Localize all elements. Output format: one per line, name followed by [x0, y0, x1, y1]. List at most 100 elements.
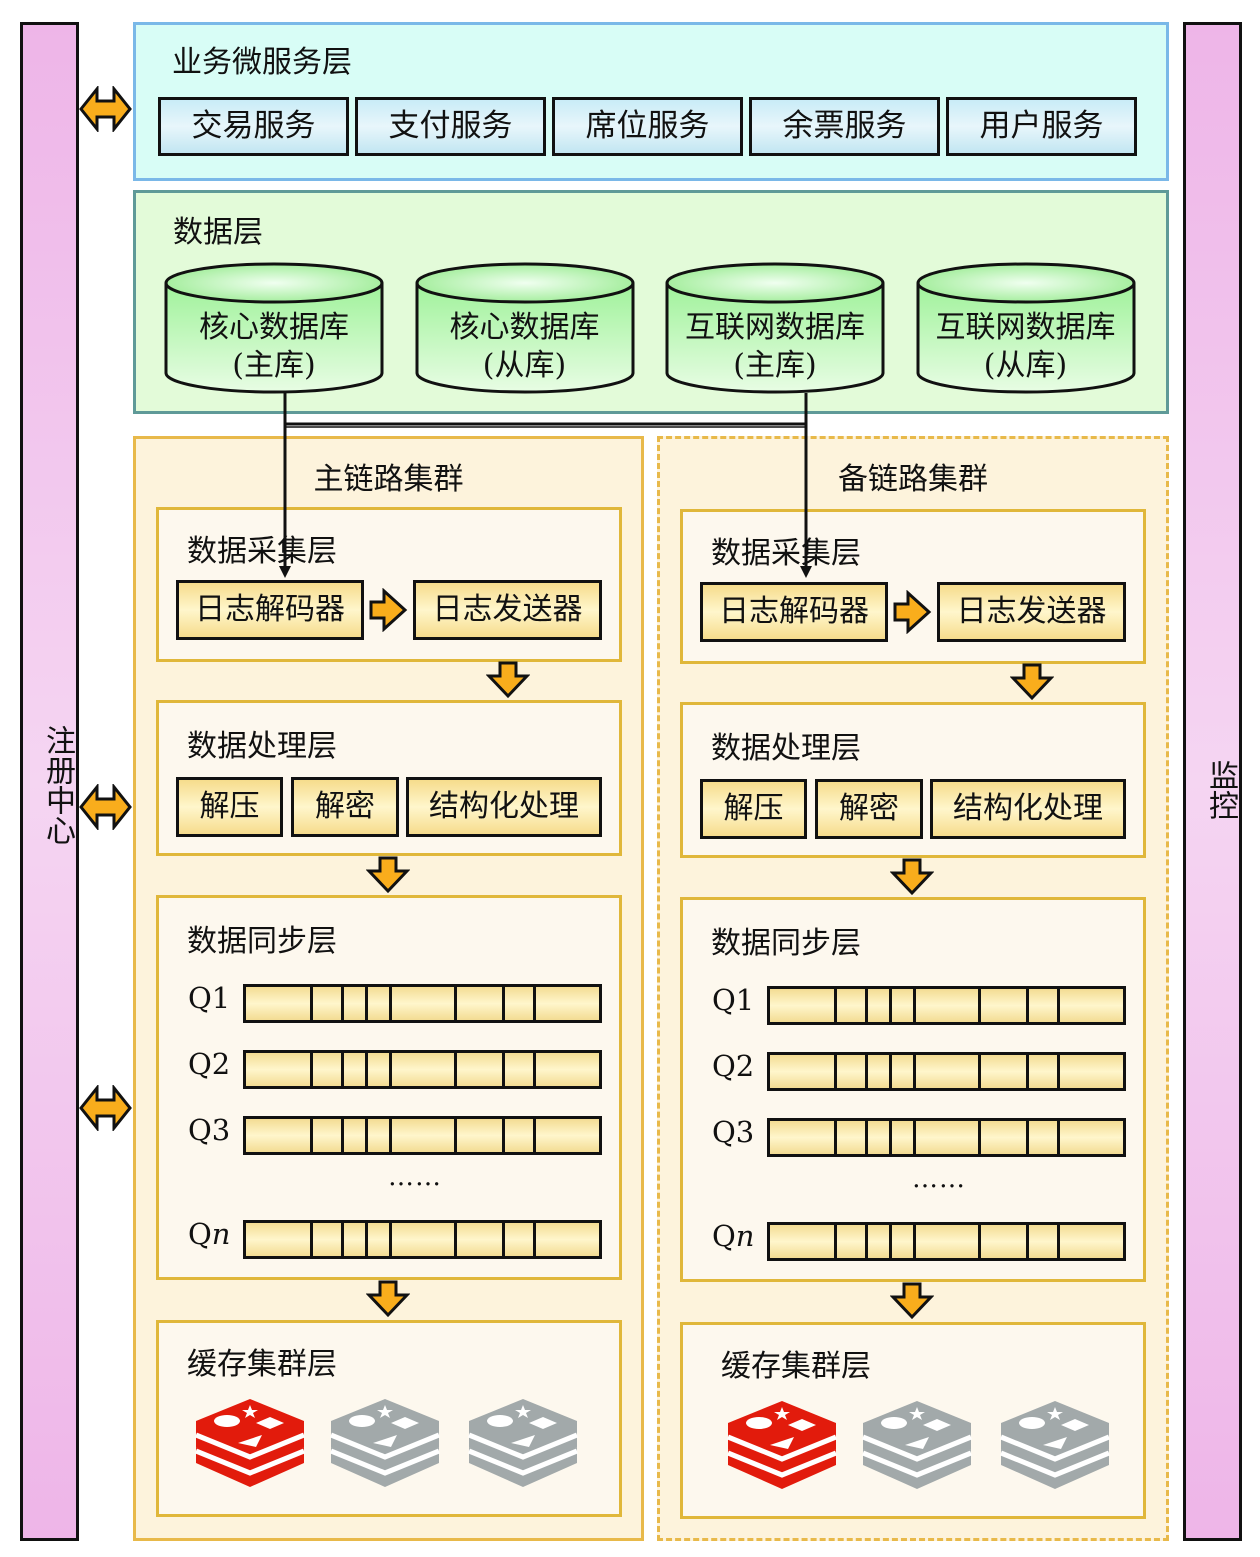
layer-title: 数据同步层 — [711, 926, 861, 961]
database-icon — [415, 262, 634, 394]
log-sender-box[interactable]: 日志发送器 — [937, 582, 1126, 642]
queue-bar[interactable] — [243, 1116, 602, 1155]
queue-slot — [833, 989, 837, 1022]
queue-bar[interactable] — [243, 1050, 602, 1089]
layer-title: 数据采集层 — [711, 536, 861, 571]
queue-slot — [389, 1223, 393, 1256]
log-sender-box[interactable]: 日志发送器 — [413, 580, 602, 640]
down-arrow-icon — [366, 1280, 410, 1318]
queue-bar[interactable] — [767, 986, 1126, 1025]
queue-slot — [340, 1223, 344, 1256]
database-name: 互联网数据库 — [685, 310, 865, 345]
redis-icon — [862, 1401, 972, 1489]
database-label: 核心数据库(主库) — [164, 309, 384, 385]
queue-label-prefix: Q — [712, 1219, 736, 1253]
process-step-box[interactable]: 结构化处理 — [930, 779, 1126, 839]
queue-slot — [502, 1223, 506, 1256]
queue-slot — [389, 1119, 393, 1152]
data-layer-title: 数据层 — [173, 215, 263, 250]
process-step-box[interactable]: 解压 — [176, 777, 283, 837]
queue-slot — [309, 1053, 313, 1086]
queue-slot — [913, 1121, 917, 1154]
queue-slot — [454, 1223, 458, 1256]
database-cylinder[interactable]: 互联网数据库(从库) — [916, 261, 1136, 394]
queue-slot — [454, 1119, 458, 1152]
down-arrow-icon — [890, 1282, 934, 1320]
queue-slot — [1026, 1055, 1030, 1088]
database-name: 互联网数据库 — [935, 310, 1116, 345]
log-decoder-box[interactable]: 日志解码器 — [176, 580, 364, 640]
queue-slot — [502, 987, 506, 1020]
queue-label: Q3 — [188, 1113, 231, 1147]
queue-bar[interactable] — [767, 1052, 1126, 1091]
service-box[interactable]: 交易服务 — [158, 97, 349, 156]
queue-slot — [1056, 989, 1060, 1022]
queue-slot — [833, 1121, 837, 1154]
queue-slot — [309, 1119, 313, 1152]
down-arrow-icon — [366, 856, 410, 894]
database-icon — [164, 262, 384, 394]
right-arrow-icon — [893, 590, 932, 634]
queue-slot — [309, 987, 313, 1020]
queue-slot — [532, 1223, 536, 1256]
queue-slot — [913, 1055, 917, 1088]
queue-label-n-wrapper: QnQn — [188, 1217, 230, 1251]
queue-bar[interactable] — [767, 1118, 1126, 1157]
ellipsis: …… — [912, 1164, 966, 1194]
queue-slot — [913, 1225, 917, 1258]
queue-slot — [864, 1121, 868, 1154]
process-step-box[interactable]: 解密 — [291, 777, 399, 837]
queue-slot — [502, 1119, 506, 1152]
database-role: (主库) — [232, 348, 316, 383]
queue-slot — [309, 1223, 313, 1256]
database-cylinder[interactable]: 核心数据库(主库) — [164, 261, 384, 394]
service-box[interactable]: 支付服务 — [355, 97, 546, 156]
service-box[interactable]: 用户服务 — [946, 97, 1137, 156]
database-cylinder[interactable]: 核心数据库(从库) — [415, 261, 635, 394]
queue-slot — [532, 1119, 536, 1152]
queue-bar[interactable] — [243, 984, 602, 1023]
database-icon — [665, 262, 885, 394]
down-arrow-icon — [1010, 663, 1054, 701]
service-box[interactable]: 余票服务 — [749, 97, 940, 156]
process-step-box[interactable]: 解密 — [815, 779, 923, 839]
queue-label: Q2 — [712, 1049, 755, 1083]
queue-slot — [978, 1055, 982, 1088]
service-layer-title: 业务微服务层 — [172, 45, 352, 80]
database-role: (主库) — [733, 348, 817, 383]
redis-icon — [468, 1399, 578, 1487]
process-step-box[interactable]: 解压 — [700, 779, 807, 839]
layer-title: 缓存集群层 — [721, 1349, 871, 1384]
queue-slot — [978, 1225, 982, 1258]
queue-slot — [1056, 1055, 1060, 1088]
down-arrow-icon — [890, 858, 934, 896]
database-cylinder[interactable]: 互联网数据库(主库) — [665, 261, 885, 394]
queue-slot — [502, 1053, 506, 1086]
queue-bar[interactable] — [243, 1220, 602, 1259]
queue-slot — [864, 1055, 868, 1088]
service-box[interactable]: 席位服务 — [552, 97, 743, 156]
queue-label-n: n — [735, 1219, 755, 1253]
queue-slot — [340, 987, 344, 1020]
layer-title: 数据处理层 — [711, 731, 861, 766]
queue-slot — [833, 1055, 837, 1088]
cache-cluster-layer: 缓存集群层 — [680, 1322, 1146, 1519]
cluster-title: 主链路集群 — [313, 462, 464, 497]
registry-center-bar: 注册中心 — [20, 22, 79, 1541]
process-step-box[interactable]: 结构化处理 — [406, 777, 602, 837]
registry-label: 注册中心 — [40, 725, 75, 845]
queue-label: Q1 — [188, 981, 231, 1015]
queue-slot — [340, 1053, 344, 1086]
redis-icon — [195, 1399, 305, 1487]
database-name: 核心数据库 — [199, 310, 349, 345]
queue-slot — [978, 1121, 982, 1154]
queue-slot — [1026, 1121, 1030, 1154]
queue-bar[interactable] — [767, 1222, 1126, 1261]
queue-slot — [1056, 1121, 1060, 1154]
database-icon — [916, 262, 1135, 394]
log-decoder-box[interactable]: 日志解码器 — [700, 582, 888, 642]
cluster-title: 备链路集群 — [838, 462, 988, 497]
monitor-label: 监控 — [1203, 760, 1238, 820]
queue-slot — [389, 987, 393, 1020]
queue-slot — [833, 1225, 837, 1258]
